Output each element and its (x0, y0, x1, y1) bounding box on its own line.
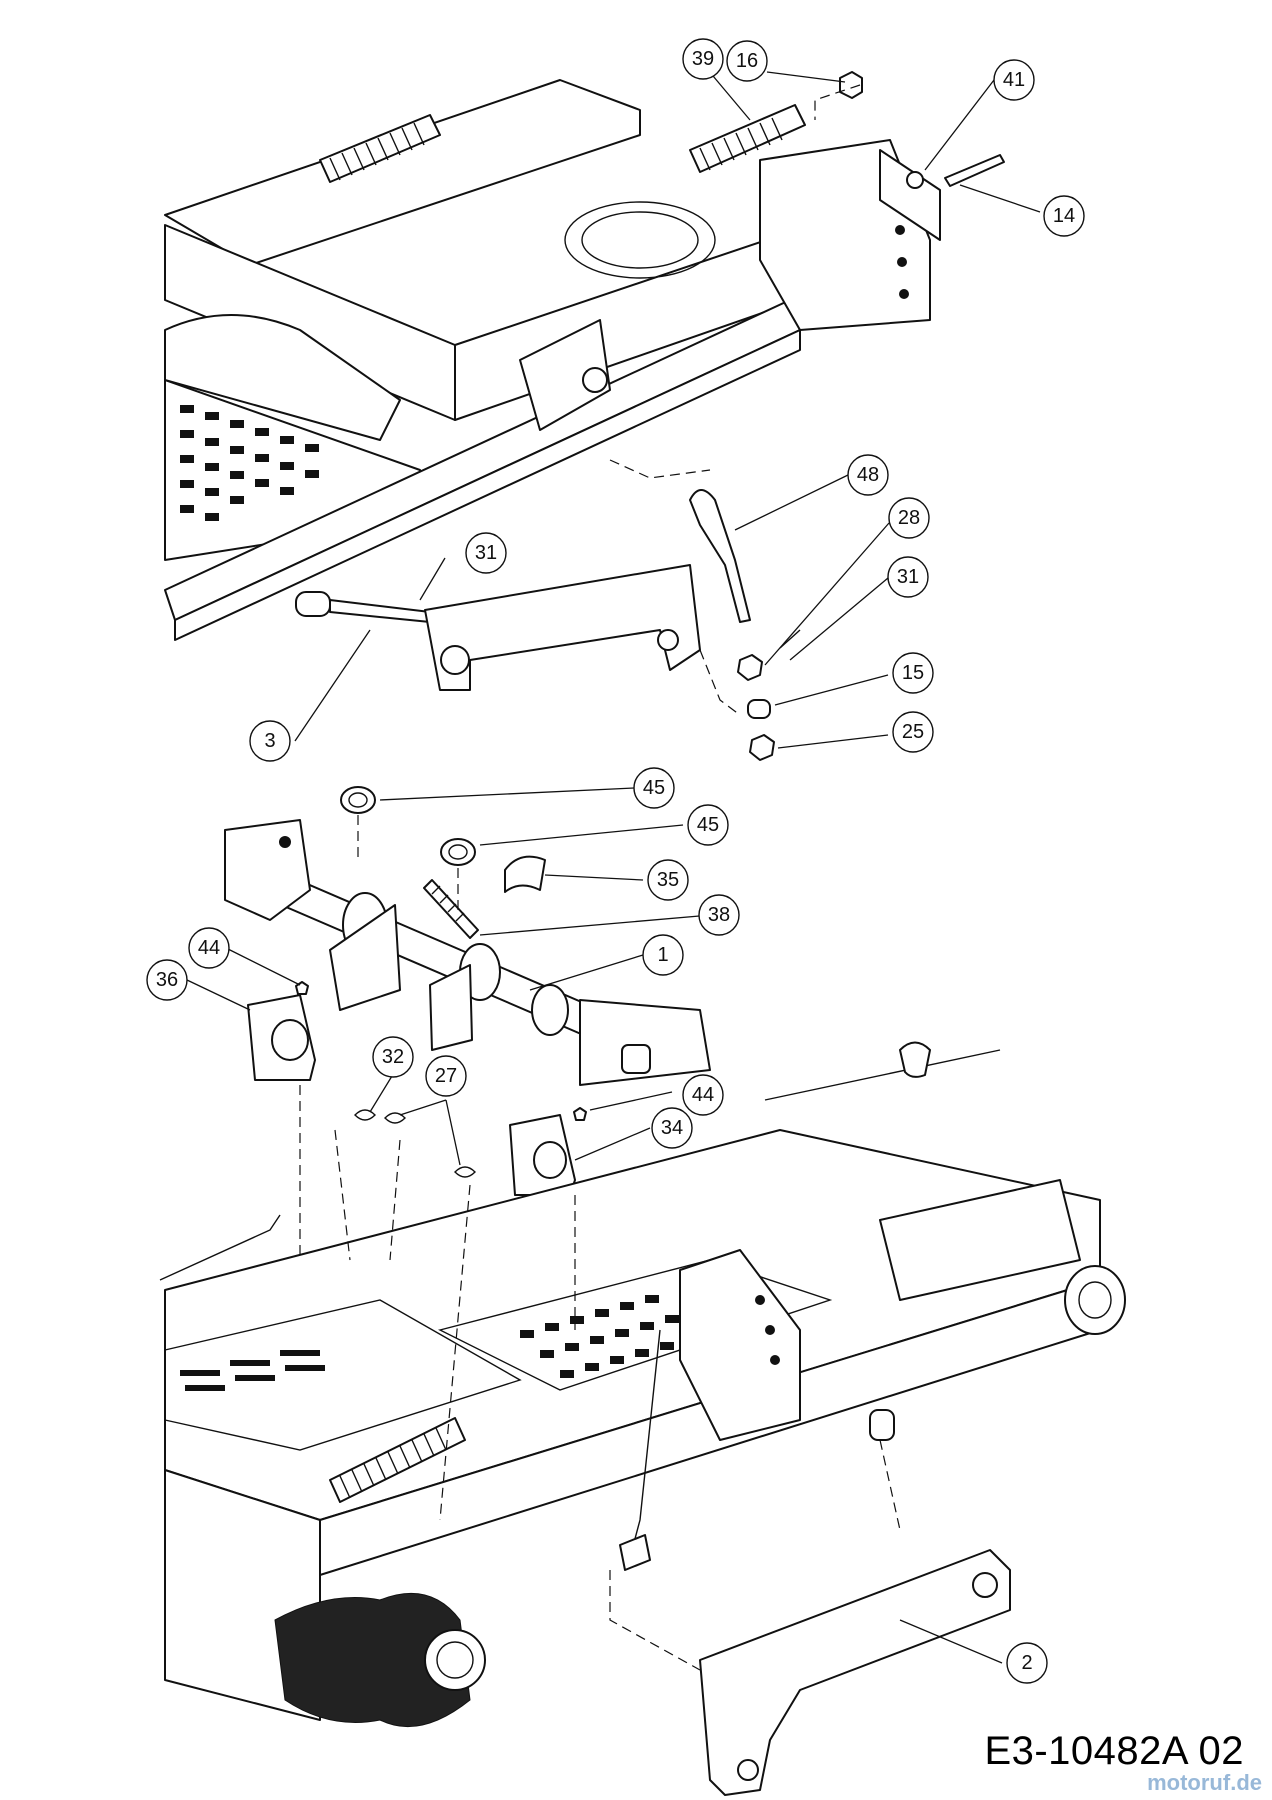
callout-31-left: 31 (465, 532, 507, 574)
callout-39: 39 (682, 38, 724, 80)
callout-36: 36 (146, 959, 188, 1001)
svg-text:31: 31 (475, 542, 497, 564)
callout-41: 41 (993, 59, 1035, 101)
callout-34: 34 (651, 1107, 693, 1149)
spring-lower (329, 1417, 466, 1503)
spring-upper-right (689, 104, 806, 173)
callout-3: 3 (249, 720, 291, 762)
upper-chassis-frame (164, 71, 1005, 641)
svg-text:16: 16 (736, 50, 758, 72)
callout-bubbles: 39 16 41 14 48 28 31 31 15 25 3 45 45 35… (146, 38, 1085, 1684)
svg-text:28: 28 (898, 507, 920, 529)
callout-35: 35 (647, 859, 689, 901)
svg-text:35: 35 (657, 869, 679, 891)
callout-27: 27 (425, 1055, 467, 1097)
svg-text:45: 45 (697, 814, 719, 836)
spring-upper-left (319, 114, 441, 183)
svg-text:2: 2 (1021, 1652, 1032, 1674)
callout-14: 14 (1043, 195, 1085, 237)
callout-28: 28 (888, 497, 930, 539)
svg-text:44: 44 (692, 1084, 714, 1106)
svg-text:1: 1 (657, 944, 668, 966)
svg-text:41: 41 (1003, 69, 1025, 91)
pivot-arm-2 (699, 1549, 1011, 1796)
svg-text:38: 38 (708, 904, 730, 926)
svg-text:45: 45 (643, 777, 665, 799)
watermark-logo: motoruf.de (1147, 1770, 1262, 1795)
svg-text:36: 36 (156, 969, 178, 991)
svg-text:32: 32 (382, 1046, 404, 1068)
lower-chassis-frame (164, 1129, 1126, 1728)
upper-loose-parts (295, 489, 801, 761)
callout-1: 1 (642, 934, 684, 976)
leader-lines (186, 69, 1041, 1664)
svg-text:3: 3 (264, 730, 275, 752)
svg-text:15: 15 (902, 662, 924, 684)
callout-45-lower: 45 (687, 804, 729, 846)
drawing-code-label: E3-10482A 02 (984, 1729, 1244, 1773)
svg-text:31: 31 (897, 566, 919, 588)
callout-32: 32 (372, 1036, 414, 1078)
callout-44-left: 44 (188, 927, 230, 969)
callout-38: 38 (698, 894, 740, 936)
callout-48: 48 (847, 454, 889, 496)
callout-15: 15 (892, 652, 934, 694)
callout-25: 25 (892, 711, 934, 753)
callout-31-right: 31 (887, 556, 929, 598)
lower-shaft-assembly (224, 786, 711, 1086)
svg-text:39: 39 (692, 48, 714, 70)
svg-text:34: 34 (661, 1117, 683, 1139)
svg-text:44: 44 (198, 937, 220, 959)
svg-text:25: 25 (902, 721, 924, 743)
assembly-lines (299, 84, 901, 1671)
callout-2: 2 (1006, 1642, 1048, 1684)
svg-text:14: 14 (1053, 205, 1075, 227)
callout-45-upper: 45 (633, 767, 675, 809)
lower-brackets (159, 981, 1001, 1281)
callout-16: 16 (726, 40, 768, 82)
svg-text:48: 48 (857, 464, 879, 486)
svg-text:27: 27 (435, 1065, 457, 1087)
callout-44-right: 44 (682, 1074, 724, 1116)
